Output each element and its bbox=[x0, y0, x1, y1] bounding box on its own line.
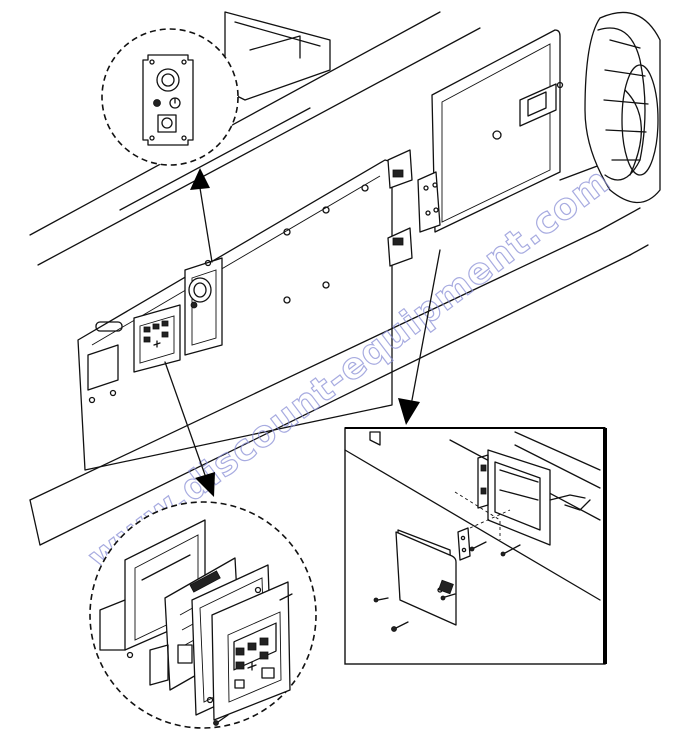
access-door-exploded-callout bbox=[344, 427, 607, 665]
leader-arrow-switch bbox=[190, 168, 213, 263]
control-panel-on-chassis bbox=[133, 304, 181, 373]
leader-arrow-control-panel bbox=[164, 361, 215, 497]
side-door bbox=[387, 29, 564, 267]
leader-arrow-access-door bbox=[398, 249, 441, 425]
switch-detail-callout bbox=[101, 28, 239, 166]
chassis bbox=[29, 11, 649, 546]
switch-housing bbox=[184, 257, 223, 356]
wheel bbox=[584, 11, 661, 203]
control-panel-exploded-callout bbox=[89, 501, 317, 729]
